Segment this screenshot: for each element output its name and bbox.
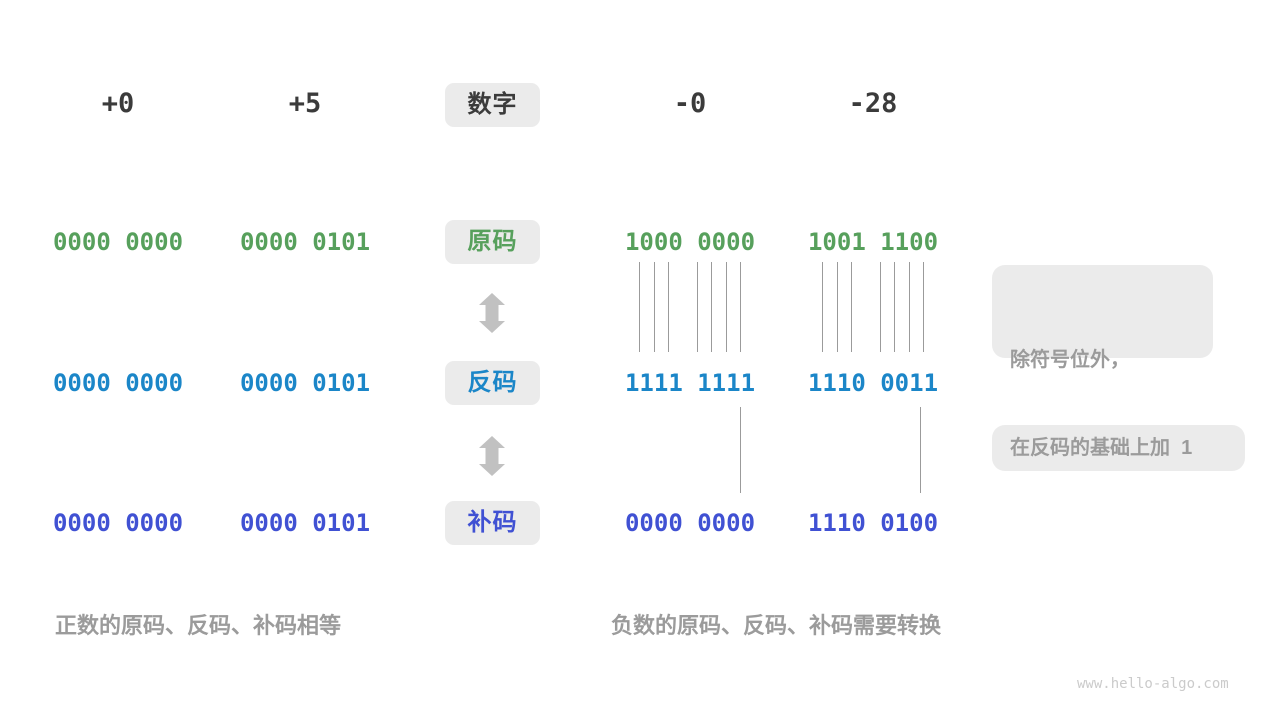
sign-magnitude-neg-zero: 1000 0000: [624, 228, 756, 256]
updown-arrow-icon: [479, 293, 505, 333]
number-neg-zero: -0: [673, 88, 707, 119]
chip-ones-complement: 反码: [445, 361, 540, 405]
twos-complement-neg-28: 1110 0100: [807, 509, 939, 537]
number-pos-zero: +0: [101, 88, 135, 119]
flip-annotation-line1: 除符号位外，: [1010, 349, 1130, 371]
bit-flip-line: [880, 262, 881, 352]
twos-complement-pos-five: 0000 0101: [239, 509, 371, 537]
caption-positive: 正数的原码、反码、补码相等: [55, 613, 342, 638]
ones-complement-pos-five: 0000 0101: [239, 369, 371, 397]
updown-arrow-icon: [479, 436, 505, 476]
bit-flip-line: [851, 262, 852, 352]
bit-flip-line: [697, 262, 698, 352]
bit-flip-line: [740, 262, 741, 352]
bit-flip-line: [639, 262, 640, 352]
twos-complement-neg-zero: 0000 0000: [624, 509, 756, 537]
chip-sign-magnitude: 原码: [445, 220, 540, 264]
bit-flip-line: [822, 262, 823, 352]
sign-magnitude-pos-five: 0000 0101: [239, 228, 371, 256]
site-watermark: www.hello-algo.com: [1077, 676, 1229, 692]
bit-flip-line: [711, 262, 712, 352]
add-one-annotation: 在反码的基础上加 1: [992, 425, 1245, 471]
bit-flip-line: [654, 262, 655, 352]
flip-annotation: 除符号位外， 对其余所有位取反: [992, 265, 1213, 467]
ones-complement-neg-zero: 1111 1111: [624, 369, 756, 397]
number-neg-28: -28: [848, 88, 898, 119]
sign-magnitude-neg-28: 1001 1100: [807, 228, 939, 256]
add-one-line: [920, 407, 921, 493]
bit-flip-line: [726, 262, 727, 352]
bit-flip-line: [668, 262, 669, 352]
sign-magnitude-pos-zero: 0000 0000: [52, 228, 184, 256]
caption-negative: 负数的原码、反码、补码需要转换: [611, 613, 942, 638]
chip-twos-complement: 补码: [445, 501, 540, 545]
ones-complement-neg-28: 1110 0011: [807, 369, 939, 397]
twos-complement-pos-zero: 0000 0000: [52, 509, 184, 537]
bit-flip-line: [837, 262, 838, 352]
chip-number: 数字: [445, 83, 540, 127]
bit-flip-line: [894, 262, 895, 352]
bit-flip-line: [909, 262, 910, 352]
ones-complement-pos-zero: 0000 0000: [52, 369, 184, 397]
number-pos-five: +5: [288, 88, 322, 119]
bit-flip-line: [923, 262, 924, 352]
add-one-line: [740, 407, 741, 493]
